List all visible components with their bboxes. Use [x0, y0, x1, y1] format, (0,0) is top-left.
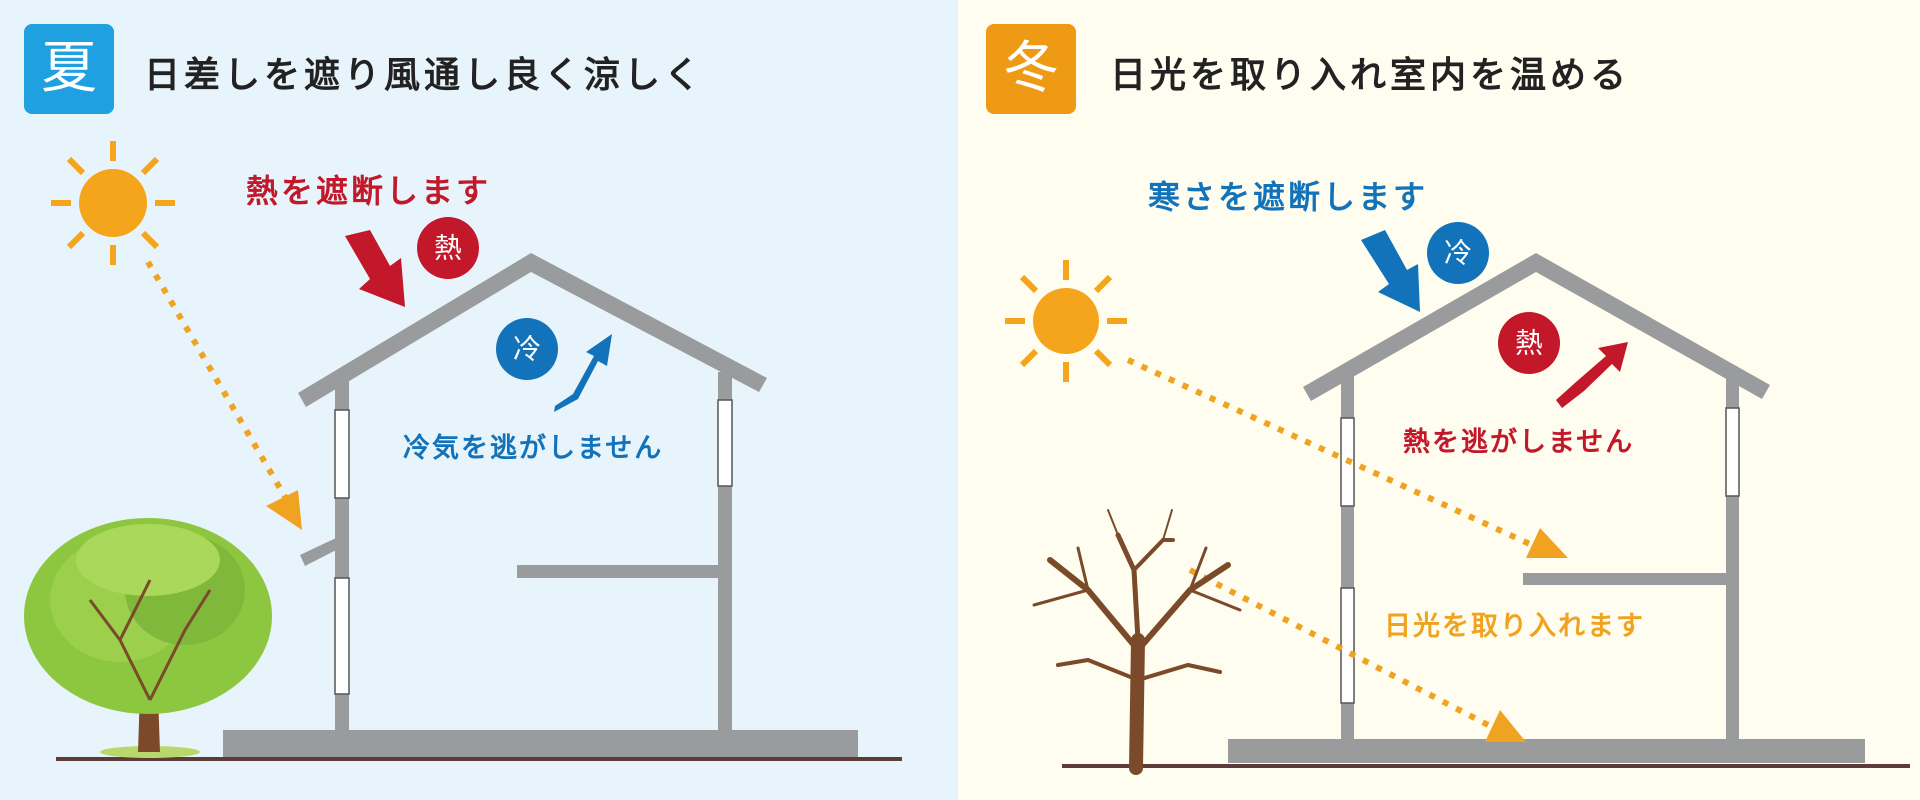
- summer-illustration: 熱 冷: [24, 141, 902, 761]
- ground-line: [56, 757, 902, 761]
- cool-keep-label: 冷気を逃がしません: [403, 433, 664, 464]
- heat-badge-text: 熱: [434, 232, 462, 265]
- sunlight-arrow-lower: [1188, 567, 1526, 742]
- winter-season-badge: 冬: [986, 24, 1076, 114]
- heat-blocked-arrow: [345, 230, 405, 307]
- green-tree-icon: [24, 518, 272, 758]
- cool-kept-arrow: [554, 334, 612, 412]
- window: [334, 577, 350, 695]
- heat-keep-label: 熱を逃がしません: [1403, 427, 1635, 458]
- summer-title: 日差しを遮り風通し良く涼しく: [144, 55, 705, 96]
- cool-badge-text: 冷: [1444, 237, 1472, 270]
- heat-badge-text: 熱: [1515, 327, 1543, 360]
- cold-block-label: 寒さを遮断します: [1148, 178, 1429, 216]
- cool-badge-text: 冷: [513, 333, 541, 366]
- heat-badge: [1498, 312, 1560, 374]
- heat-block-label: 熱を遮断します: [246, 172, 492, 210]
- summer-season-badge: 夏: [24, 24, 114, 114]
- sun-icon: [1005, 260, 1127, 382]
- window: [1725, 407, 1740, 497]
- house: [223, 253, 858, 757]
- window: [1340, 587, 1355, 704]
- bare-tree-icon: [1032, 509, 1242, 775]
- sun-ray-arrow: [145, 260, 302, 530]
- sunlight-arrow-upper: [1126, 357, 1568, 558]
- winter-panel: 冷 熱 冬: [958, 0, 1920, 800]
- winter-illustration: 冷 熱: [1005, 222, 1910, 775]
- window: [334, 409, 350, 499]
- sun-icon: [51, 141, 175, 265]
- summer-panel: 熱 冷 夏 日差しを遮り風通し良く: [0, 0, 958, 800]
- cool-badge: [1427, 222, 1489, 284]
- sunlight-label: 日光を取り入れます: [1384, 611, 1645, 642]
- cool-badge: [496, 318, 558, 380]
- cold-blocked-arrow: [1361, 230, 1420, 312]
- heat-kept-arrow: [1556, 342, 1628, 408]
- ground-line: [1062, 764, 1910, 768]
- winter-title: 日光を取り入れ室内を温める: [1110, 55, 1631, 96]
- window: [717, 399, 733, 487]
- heat-badge: [417, 217, 479, 279]
